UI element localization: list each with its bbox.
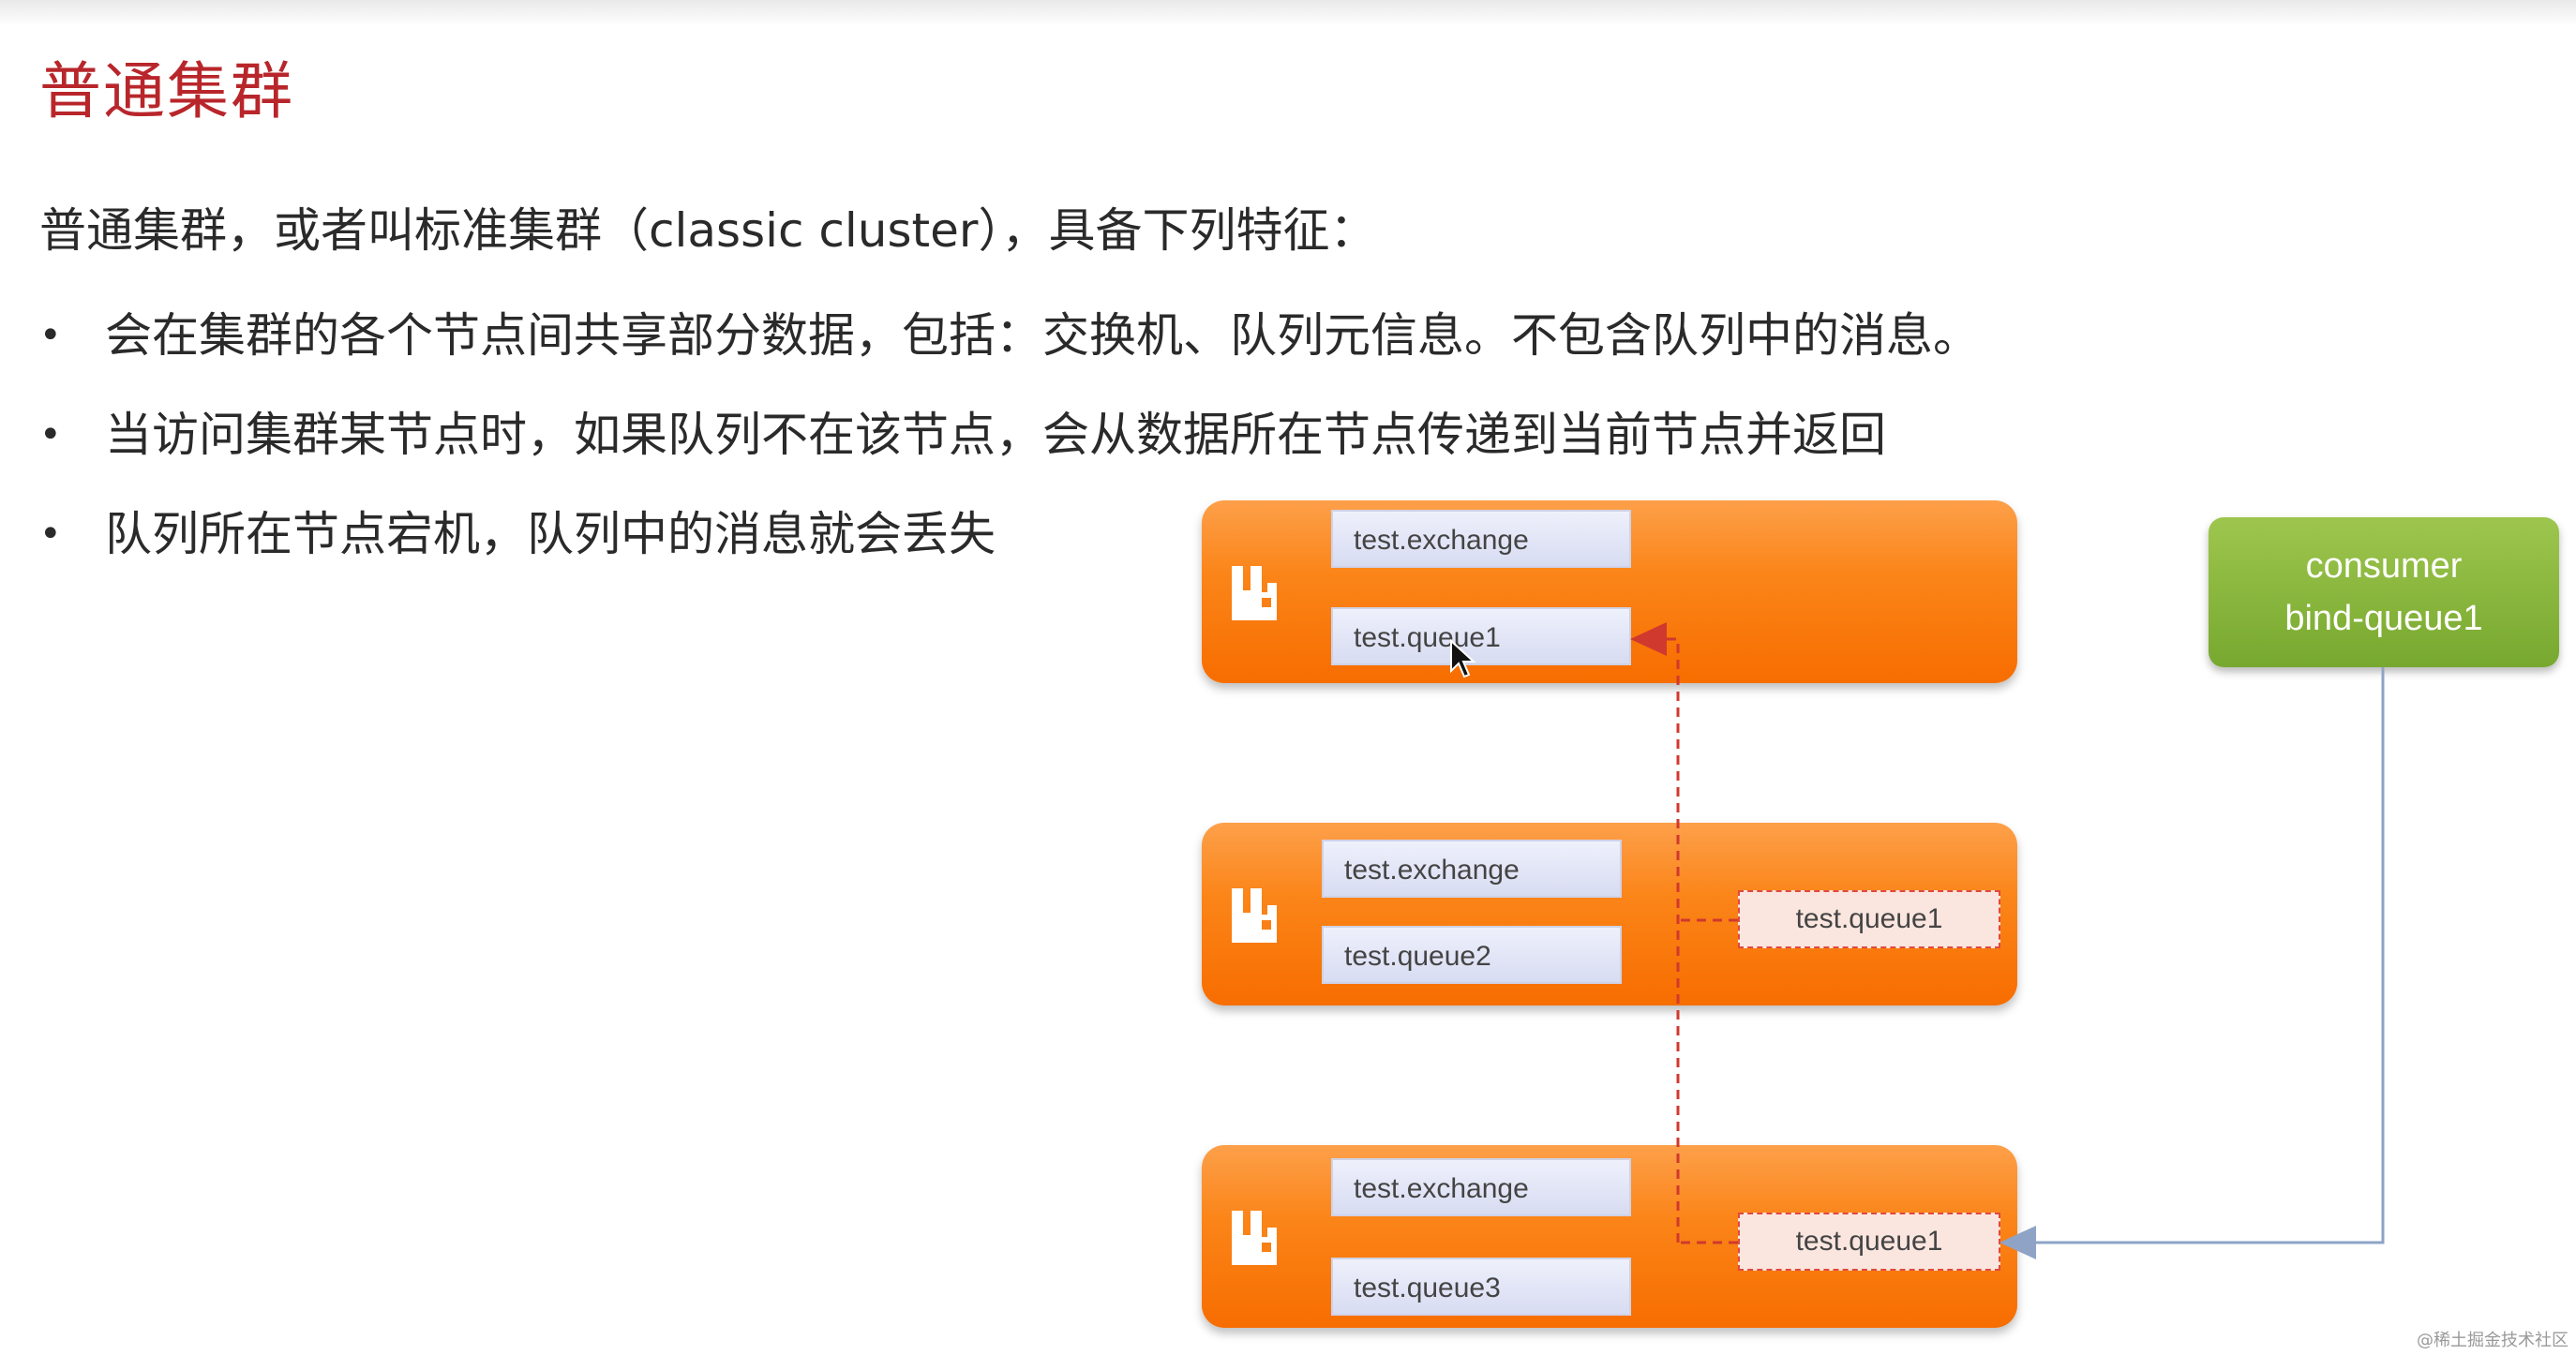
- page-title: 普通集群: [39, 55, 294, 127]
- exchange-box-node-1: test.exchange: [1331, 510, 1631, 568]
- queue-box-node-1: test.queue1: [1331, 607, 1631, 665]
- bullet-text-2: 当访问集群某节点时，如果队列不在该节点，会从数据所在节点传递到当前节点并返回: [105, 408, 1886, 462]
- cluster-node-1: test.exchange test.queue1: [1202, 500, 2017, 683]
- bullet-item-2: • 当访问集群某节点时，如果队列不在该节点，会从数据所在节点传递到当前节点并返回: [39, 397, 1886, 465]
- bullet-dot: •: [39, 313, 62, 357]
- bullet-dot: •: [39, 512, 62, 556]
- rabbitmq-logo-icon: [1232, 566, 1277, 620]
- cluster-node-3: test.exchange test.queue3 test.queue1: [1202, 1145, 2017, 1328]
- rabbitmq-logo-icon: [1232, 888, 1277, 943]
- mouse-pointer-icon: [1450, 638, 1476, 678]
- remote-queue-box-node-2: test.queue1: [1738, 890, 2000, 948]
- bullet-text-3: 队列所在节点宕机，队列中的消息就会丢失: [105, 507, 996, 561]
- dashed-link-trunk: [1630, 622, 1680, 1243]
- exchange-box-node-2: test.exchange: [1322, 840, 1622, 898]
- watermark-text: @稀土掘金技术社区: [2417, 1331, 2569, 1350]
- queue-box-node-3: test.queue3: [1331, 1258, 1631, 1316]
- bullet-dot: •: [39, 412, 62, 456]
- consumer-label: consumer: [2305, 546, 2463, 586]
- consumer-binding-label: bind-queue1: [2284, 599, 2483, 638]
- top-band: [0, 0, 2576, 26]
- bullet-item-1: • 会在集群的各个节点间共享部分数据，包括：交换机、队列元信息。不包含队列中的消息…: [39, 298, 1980, 365]
- consumer-box: consumer bind-queue1: [2209, 517, 2559, 667]
- bullet-text-1: 会在集群的各个节点间共享部分数据，包括：交换机、队列元信息。不包含队列中的消息。: [105, 308, 1980, 363]
- queue-box-node-2: test.queue2: [1322, 926, 1622, 984]
- cluster-node-2: test.exchange test.queue2 test.queue1: [1202, 823, 2017, 1005]
- intro-text: 普通集群，或者叫标准集群（classic cluster），具备下列特征：: [39, 203, 1377, 258]
- bullet-item-3: • 队列所在节点宕机，队列中的消息就会丢失: [39, 497, 996, 564]
- exchange-box-node-3: test.exchange: [1331, 1158, 1631, 1216]
- rabbitmq-logo-icon: [1232, 1211, 1277, 1265]
- consumer-link: [1999, 667, 2385, 1259]
- remote-queue-box-node-3: test.queue1: [1738, 1213, 2000, 1271]
